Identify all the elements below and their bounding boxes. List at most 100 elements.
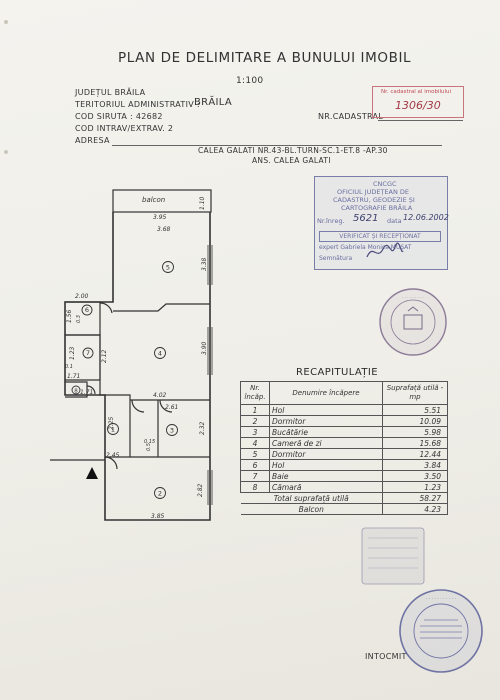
nr-cadastral-label: NR.CADASTRAL: [318, 112, 384, 121]
room-3-number: 3: [170, 427, 174, 435]
room-7-number: 7: [86, 349, 90, 357]
dim-05: 0.5: [146, 443, 152, 451]
recap-nr: 3: [240, 426, 270, 438]
dim-368: 3.68: [157, 226, 171, 233]
room-4-number: 4: [158, 350, 162, 358]
document-scale: 1:100: [236, 76, 264, 86]
floor-plan: balcon 3.95 1.10 3.68 3.38 2.00 1.56 0.3…: [50, 189, 213, 521]
binding-hole: [4, 150, 8, 154]
info-judet: JUDEȚUL BRĂILA: [75, 88, 146, 97]
registration-stamp: CNCGC OFICIUL JUDEȚEAN DE CADASTRU, GEOD…: [314, 176, 449, 270]
recap-area: 12.44: [382, 448, 448, 460]
small-stamp-icon: [361, 527, 425, 585]
room-8-number: 8: [74, 389, 78, 395]
recap-col-nr: Nr. încăp.: [240, 381, 270, 405]
stamp-nr-label: Nr.înreg.: [317, 217, 345, 225]
dim-282: 2.82: [197, 483, 204, 497]
stamp-line4: CARTOGRAFIE BRĂILA: [341, 204, 413, 212]
recap-nr: 5: [240, 448, 270, 460]
recap-name: Dormitor: [269, 448, 383, 460]
recap-nr: 4: [240, 437, 270, 449]
recap-area: 5.51: [382, 404, 448, 416]
recap-nr: 2: [240, 415, 270, 427]
dim-261: 2.61: [165, 404, 178, 411]
round-seal-icon: · · · · · · · · ·: [379, 288, 447, 356]
dim-390: 3.90: [201, 341, 208, 355]
stamp-line2: OFICIUL JUDEȚEAN DE: [337, 188, 410, 196]
recap-col-suprafata: Suprafață utilă - mp: [382, 381, 448, 405]
intocmit-label: INTOCMIT: [365, 652, 407, 661]
stamp-expert: expert Gabriela Monica MUȘAT: [319, 244, 412, 251]
dim-232: 2.32: [199, 421, 206, 435]
dim-110: 1.10: [199, 196, 206, 210]
round-seal-bottom-icon: · · · · · · · · · · ·: [399, 589, 483, 673]
recap-header-row: Nr. încăp. Denumire încăpere Suprafață u…: [240, 381, 448, 405]
info-intravilan: COD INTRAV/EXTRAV. 2: [75, 124, 174, 133]
dim-338: 3.38: [201, 257, 208, 271]
balcon-label: balcon: [142, 196, 165, 204]
dim-01: 0.1: [65, 364, 73, 370]
recap-area: 3.50: [382, 470, 448, 482]
recap-name: Hol: [269, 459, 383, 471]
recap-name: Hol: [269, 404, 383, 416]
dim-385: 3.85: [151, 513, 165, 520]
nr-cadastral-line: [378, 120, 463, 121]
info-adresa-value: CALEA GALATI NR.43-BL.TURN-SC.1-ET.8 -AP…: [198, 146, 388, 155]
dim-402: 4.02: [153, 392, 167, 399]
binding-hole: [4, 20, 8, 24]
dim-212: 2.12: [101, 349, 108, 363]
recap-title: RECAPITULAȚIE: [296, 367, 378, 378]
recap-nr: 8: [240, 481, 270, 493]
dim-225: 2.25: [108, 416, 115, 430]
stamp-nr-value: 5621: [353, 213, 379, 224]
svg-text:· · · · · · · · ·: · · · · · · · · ·: [402, 295, 424, 300]
stamp-line3: CADASTRU, GEODEZIE ȘI: [333, 196, 415, 204]
room-2-number: 2: [158, 490, 162, 498]
nr-cadastral-value: 1306/30: [395, 99, 441, 112]
balcony-outline: [112, 189, 212, 213]
recap-total-label: Total suprafață utilă: [240, 492, 383, 504]
recap-nr: 7: [240, 470, 270, 482]
dim-156: 1.56: [66, 309, 73, 323]
recap-name: Cămară: [269, 481, 383, 493]
stamp-cncgc: CNCGC: [373, 180, 397, 188]
stamp-semnatura: Semnătura: [319, 255, 353, 262]
recap-balcon-label: Balcon: [240, 503, 383, 515]
dim-123: 1.23: [69, 346, 76, 360]
dim-171a: 1.71: [67, 373, 80, 380]
recap-table: Nr. încăp. Denumire încăpere Suprafață u…: [240, 381, 448, 515]
recap-name: Cameră de zi: [269, 437, 383, 449]
entrance-arrow-icon: [86, 467, 98, 479]
signature-scribble: [366, 242, 404, 258]
info-teritoriu-value: BRĂILA: [194, 97, 233, 108]
dim-03: 0.3: [76, 315, 82, 323]
stamp-data-value: 12.06.2002: [403, 213, 449, 222]
dim-245: 2.45: [106, 452, 120, 459]
recap-area: 3.84: [382, 459, 448, 471]
adresa-line: [112, 145, 442, 146]
room-1-number: 1: [111, 426, 115, 434]
recap-balcon-value: 4.23: [382, 503, 448, 515]
dim-015: 0.15: [144, 439, 155, 445]
recap-area: 10.09: [382, 415, 448, 427]
recap-total-value: 58.27: [382, 492, 448, 504]
recap-balcon-row: Balcon 4.23: [240, 503, 448, 515]
info-adresa-label: ADRESA: [75, 136, 110, 145]
dim-171b: 1.71: [80, 389, 93, 396]
recap-area: 5.98: [382, 426, 448, 438]
info-adresa-value2: ANS. CALEA GALATI: [252, 156, 331, 165]
recap-nr: 6: [240, 459, 270, 471]
info-siruta: COD SIRUTA : 42682: [75, 112, 163, 121]
recap-nr: 1: [240, 404, 270, 416]
recap-col-denumire: Denumire încăpere: [269, 381, 383, 405]
stamp-verificat: VERIFICAT ȘI RECEPȚIONAT: [319, 231, 441, 242]
